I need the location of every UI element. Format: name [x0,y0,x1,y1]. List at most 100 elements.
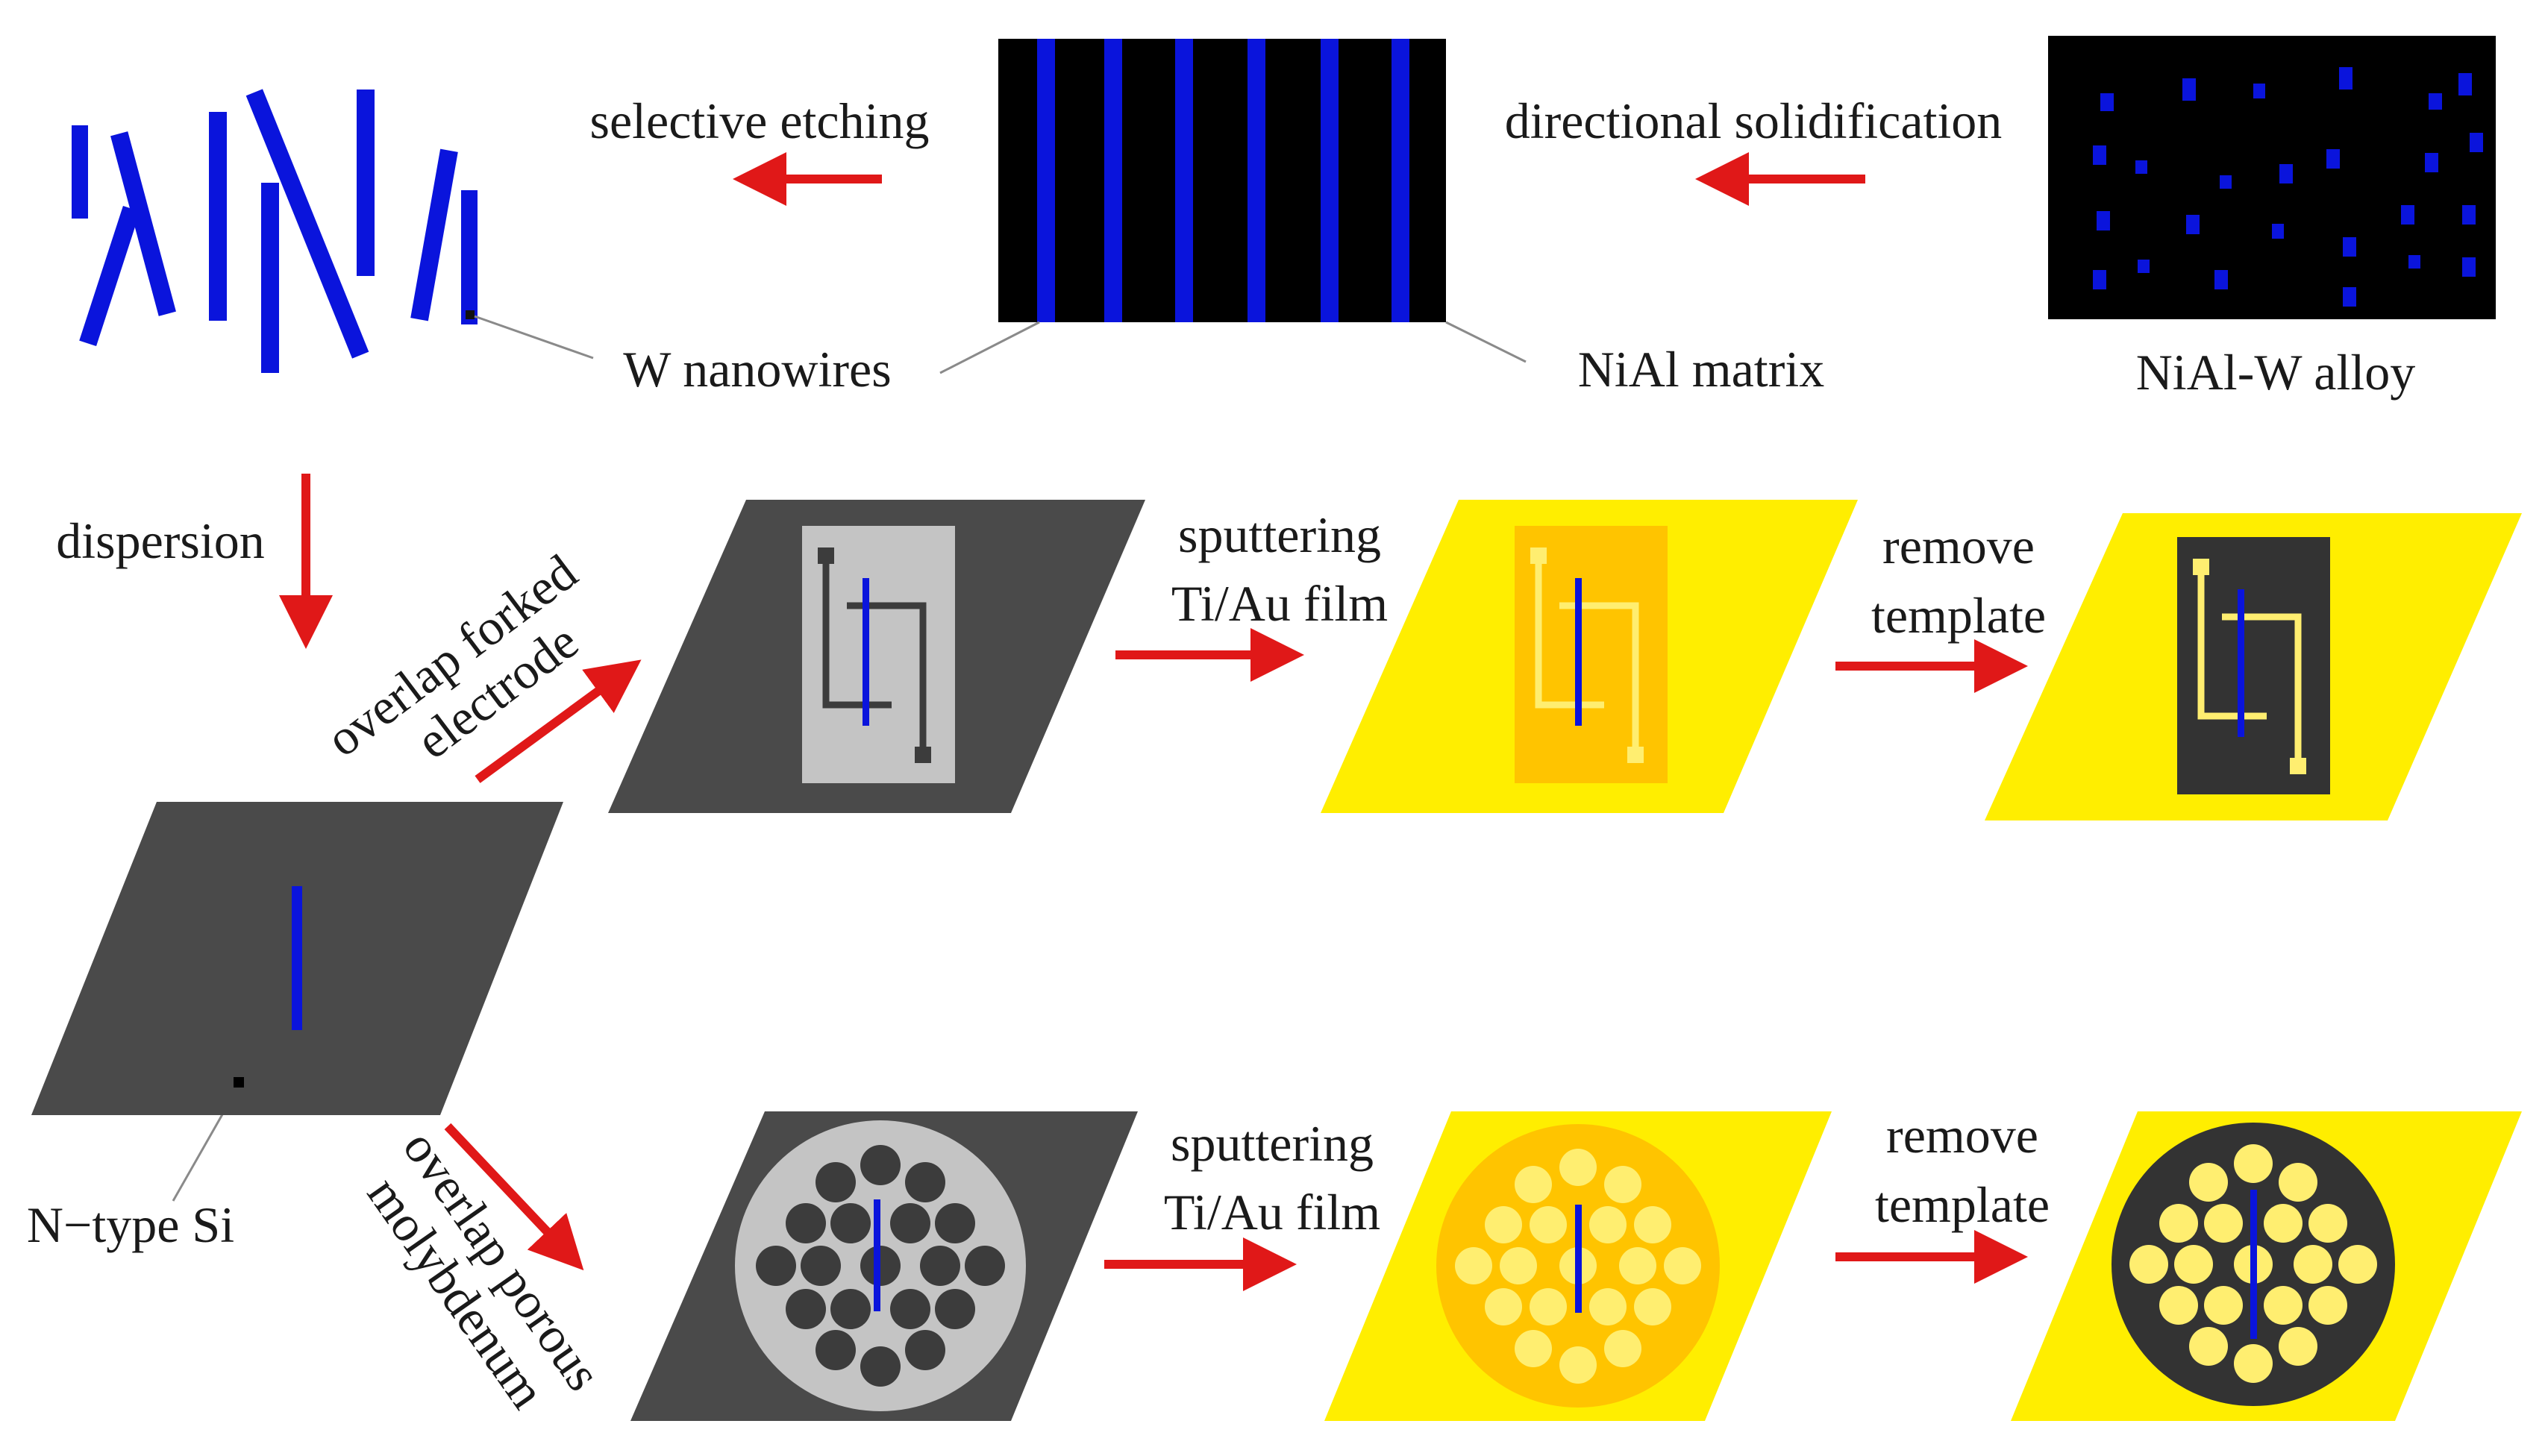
gold-dot [1485,1206,1522,1243]
w-particle [2408,255,2420,269]
gold-dot [2234,1344,2273,1383]
w-particle [2272,224,2284,239]
leader-lines [172,315,1527,1202]
step-sputtering-bottom-line2: Ti/Au film [1164,1184,1380,1240]
mask-holes [756,1145,1005,1387]
gold-dot [1604,1330,1641,1367]
gold-dot [1559,1346,1597,1384]
nanowire [79,205,140,347]
w-particle [2135,160,2147,174]
alloy-block [2048,36,2496,319]
hole [965,1246,1005,1286]
aligned-fiber [1321,39,1339,322]
pad-top [818,547,834,564]
gold-dot [2159,1286,2198,1325]
hole [890,1289,930,1329]
panel-porous-template [630,1111,1138,1421]
w-particle [2470,133,2483,152]
matrix-block [998,39,1446,322]
nanowire [110,131,176,316]
gold-dot [1530,1206,1567,1243]
hole [935,1289,975,1329]
hole [816,1162,856,1202]
w-particle [2214,270,2228,289]
nanowire [2250,1190,2257,1339]
gold-dots [1455,1149,1701,1384]
label-nial-matrix: NiAl matrix [1578,341,1825,398]
panel-forked-device [1985,513,2522,820]
nanowire [1575,1205,1582,1313]
gold-dot [1530,1288,1567,1325]
gold-dot [2308,1286,2347,1325]
panel-forked-template [608,500,1145,813]
w-particle [2220,175,2232,189]
step-sputtering-top-line2: Ti/Au film [1171,575,1388,632]
gold-electrode-left [1535,556,1604,709]
gold-dot [2204,1286,2243,1325]
leader-nial-matrix [1445,321,1527,363]
hole [860,1145,901,1185]
step-sputtering-bottom-line1: sputtering [1171,1115,1374,1172]
gold-dot [2129,1245,2168,1284]
si-substrate [31,802,563,1115]
si-marker [234,1077,244,1088]
hole [816,1330,856,1370]
nanowire [1575,578,1582,726]
w-particle [2138,260,2150,273]
nanowire [357,90,375,276]
step-remove-top-line1: remove [1882,518,2035,574]
w-particle [2343,287,2356,307]
gold-dot [2279,1163,2317,1202]
hole [801,1246,841,1286]
w-particle [2458,73,2472,95]
step-remove-top-line2: template [1871,587,2046,644]
gold-dot [1634,1206,1671,1243]
step-dispersion: dispersion [56,512,265,569]
w-particle [2097,211,2110,230]
nial-w-alloy-illustration [2048,36,2496,319]
w-particle [2401,205,2414,225]
nanowire [261,183,279,373]
gold-dot [2189,1163,2228,1202]
gold-dot [1515,1166,1552,1203]
gold-dot [1589,1288,1627,1325]
gold-dot [2294,1245,2332,1284]
nial-matrix-illustration [998,39,1446,322]
w-particle [2339,67,2353,90]
panel-porous-device [2011,1111,2522,1421]
aligned-fiber [1037,39,1055,322]
nanowire [72,125,88,219]
step-remove-bottom-line2: template [1875,1176,2050,1233]
hole [830,1289,871,1329]
aligned-fiber [1392,39,1409,322]
gold-dot [2264,1286,2303,1325]
leader-w-nanowires-right [939,321,1040,374]
nanowire [209,112,227,321]
nanowire [874,1199,880,1311]
step-overlap-forked-electrode: overlap forked electrode [316,543,588,769]
gold-dot [2189,1327,2228,1366]
w-particle [2326,149,2340,169]
w-particle [2462,205,2476,225]
w-particle [2253,84,2265,98]
pad-bottom [915,747,931,763]
w-particle [2279,164,2293,183]
final-gold-dots [2129,1144,2377,1383]
gold-dot [1559,1149,1597,1186]
w-particle [2182,78,2196,101]
gold-dot [2308,1204,2347,1243]
gold-dot [2204,1204,2243,1243]
gold-dot [2174,1245,2213,1284]
gold-dot [1604,1166,1641,1203]
nanowire [461,190,478,324]
gold-pad-bottom [1627,747,1644,763]
gold-dot [1664,1247,1701,1284]
nanowire [410,148,458,321]
hole [786,1289,826,1329]
final-electrode-left [2197,567,2267,720]
w-particle [2343,237,2356,257]
gold-pad-top [1530,547,1547,564]
leader-w-nanowires-left [474,315,594,360]
label-nial-w-alloy: NiAl-W alloy [2136,344,2416,401]
